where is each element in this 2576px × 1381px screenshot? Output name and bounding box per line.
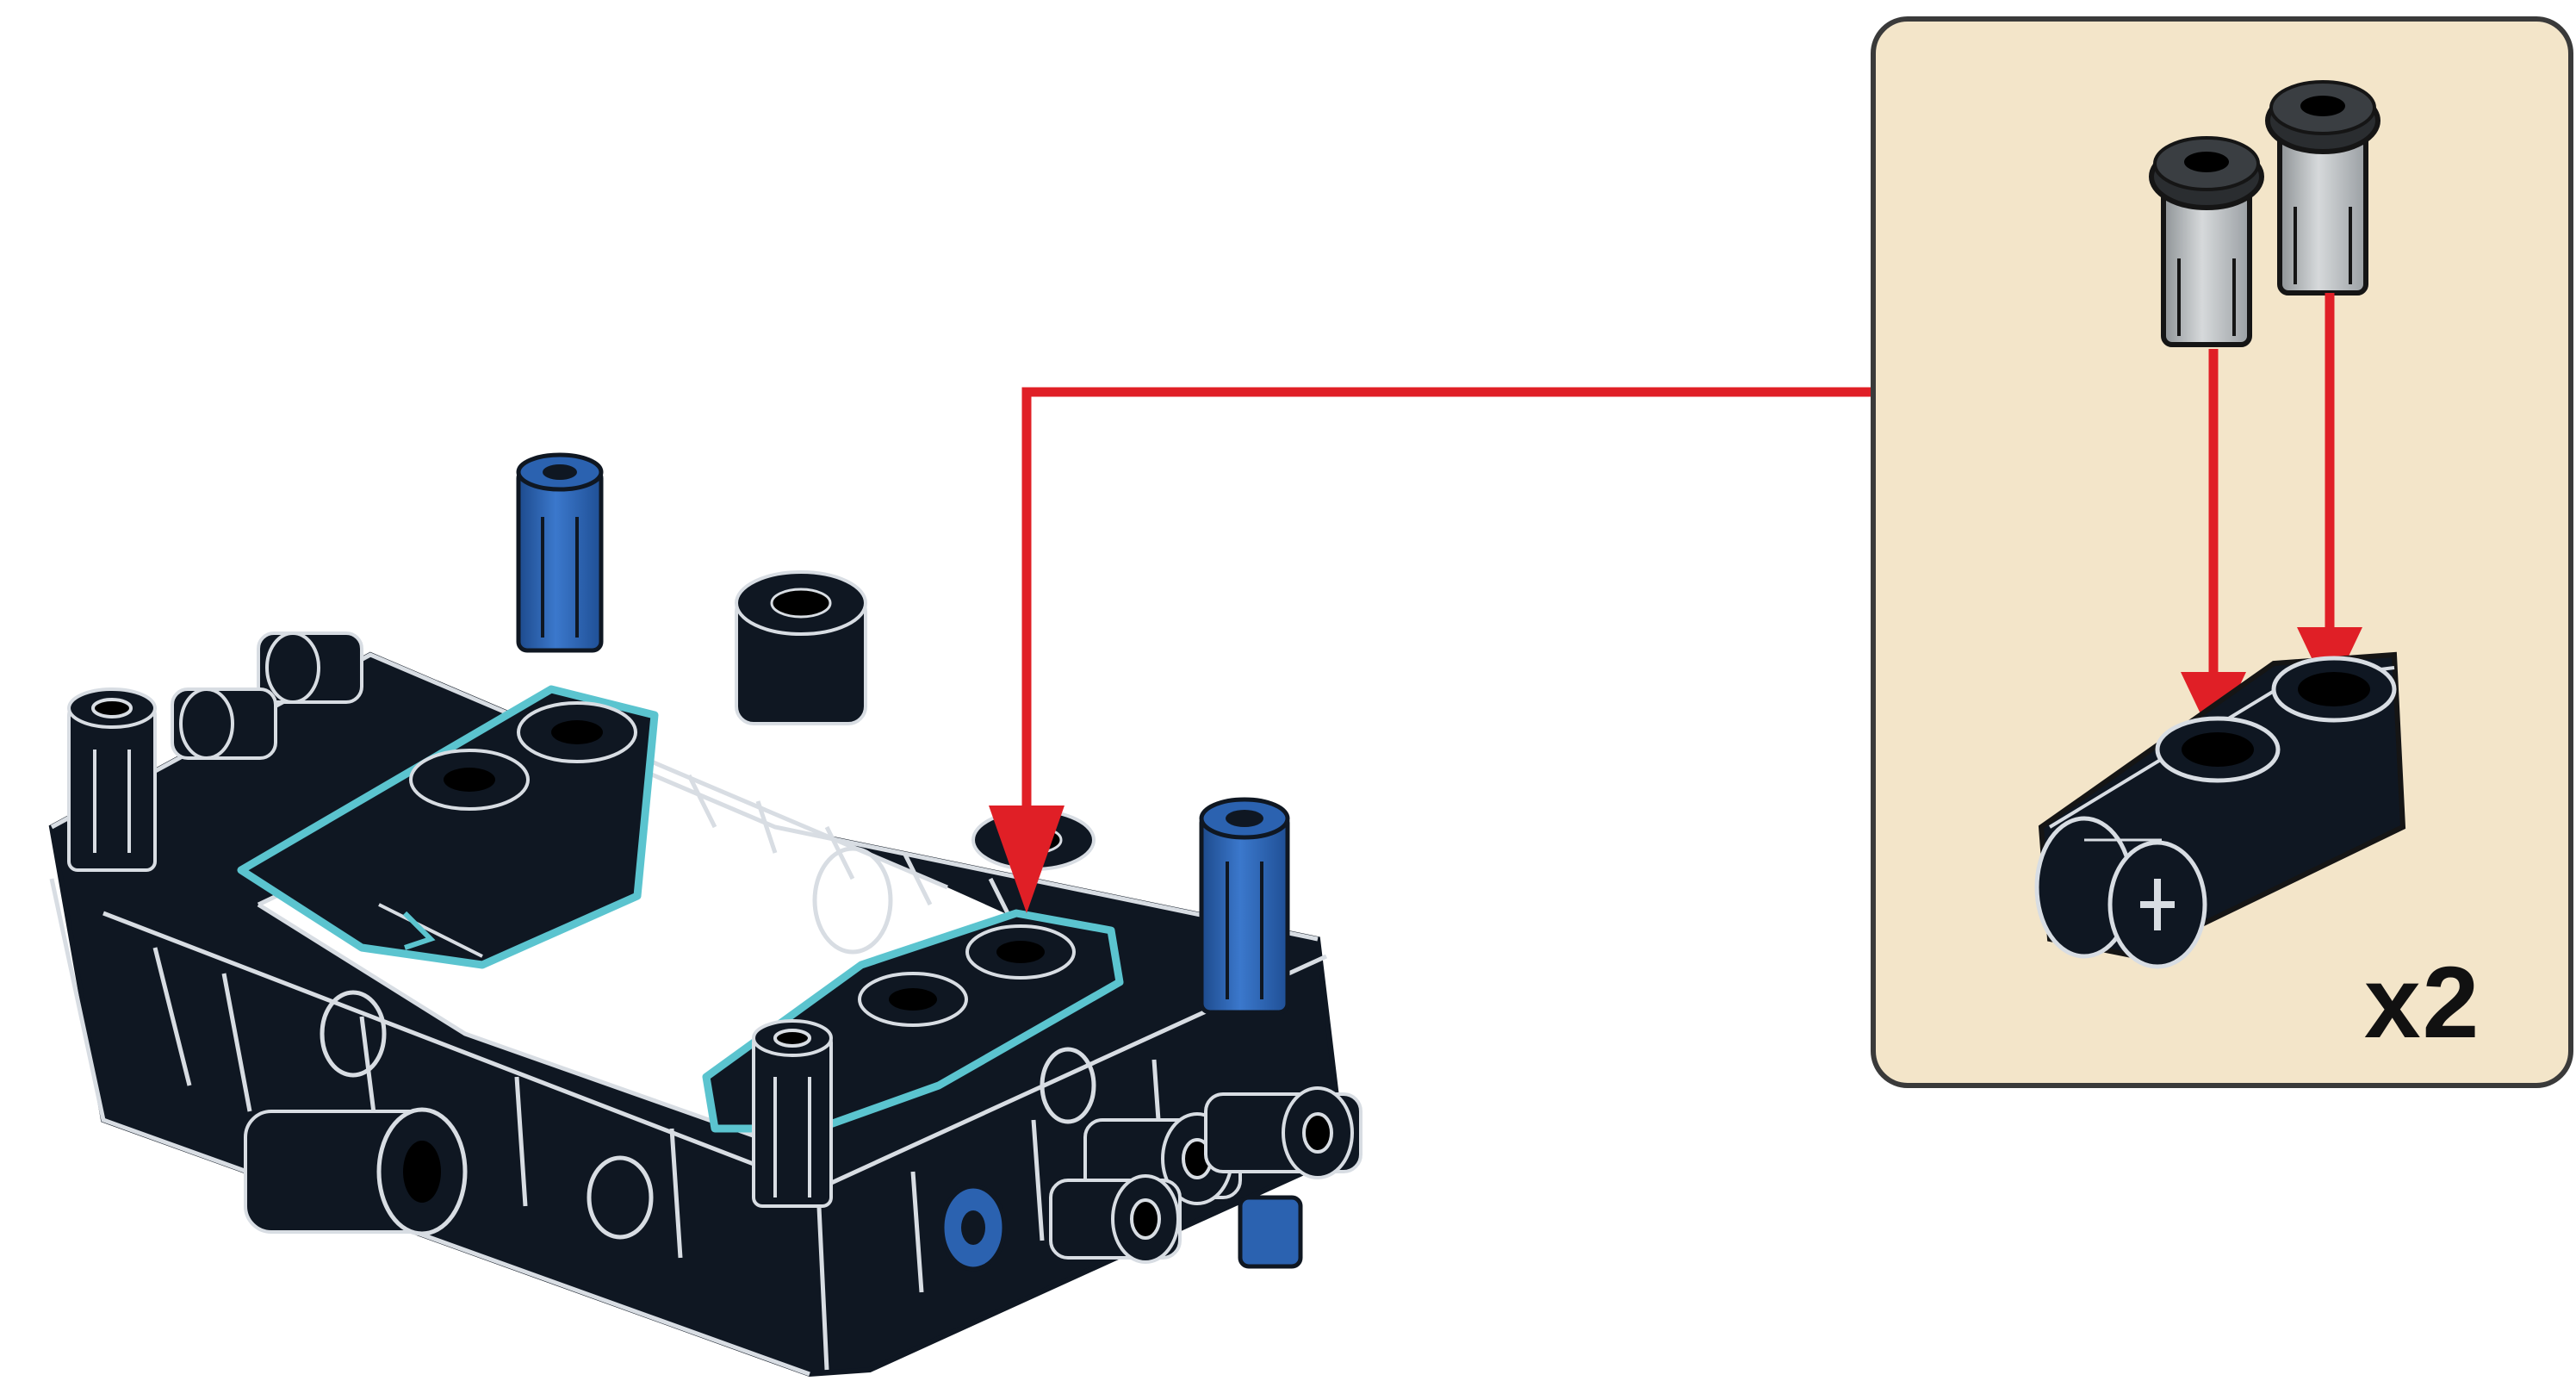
placement-arrow (989, 392, 1873, 913)
blue-pin-back (518, 455, 601, 650)
blue-pin-right (1201, 799, 1288, 1012)
frame-assembly (52, 455, 1361, 1374)
grey-pin-1 (2151, 138, 2262, 345)
arrow-line (1027, 392, 1873, 840)
grey-pin-2 (2268, 82, 2378, 293)
parts-callout (1873, 19, 2571, 1086)
quantity-label: x2 (2364, 952, 2480, 1054)
